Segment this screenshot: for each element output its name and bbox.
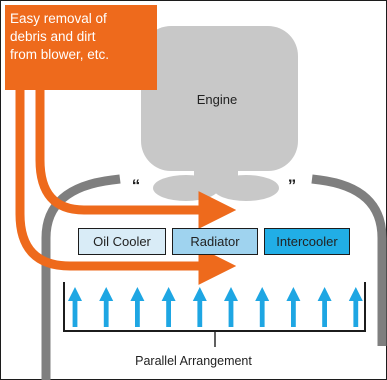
cooling-air-arrow (161, 287, 176, 327)
engine-label: Engine (196, 92, 238, 107)
cooling-air-arrow (255, 287, 270, 327)
engine-mount-left (153, 175, 219, 201)
cooling-air-arrow (348, 287, 363, 327)
cooling-air-arrow (68, 287, 82, 327)
cooling-air-arrow (192, 287, 207, 327)
housing-left-wall (41, 174, 121, 380)
oil-cooler-unit: Oil Cooler (78, 228, 166, 255)
intake-mark-right: ” (288, 176, 297, 195)
engine-block (141, 26, 298, 171)
cooling-air-arrow (317, 287, 332, 327)
cooling-air-arrow (286, 287, 301, 327)
cooling-air-arrows (68, 287, 363, 327)
fan-bracket (63, 282, 366, 332)
cooling-air-arrow (224, 287, 238, 327)
debris-airflow (15, 90, 237, 285)
callout-line-3: from blower, etc. (10, 47, 110, 62)
callout-line-2: debris and dirt (10, 29, 96, 44)
cooling-air-arrow (99, 287, 114, 327)
intercooler-unit: Intercooler (264, 228, 350, 255)
airflow-arrow-upper (35, 90, 237, 229)
housing-right-wall (311, 174, 387, 346)
callout-line-1: Easy removal of (10, 11, 107, 26)
engine-mount-right (213, 175, 279, 201)
intake-mark-left: “ (132, 176, 141, 195)
engine (141, 26, 298, 201)
cooling-air-arrow (130, 287, 145, 327)
cooling-housing (41, 174, 387, 380)
debris-removal-callout: Easy removal of debris and dirt from blo… (5, 5, 157, 90)
airflow-arrow-lower (15, 90, 237, 285)
diagram-caption: Parallel Arrangement (135, 354, 252, 368)
radiator-unit: Radiator (172, 228, 258, 255)
